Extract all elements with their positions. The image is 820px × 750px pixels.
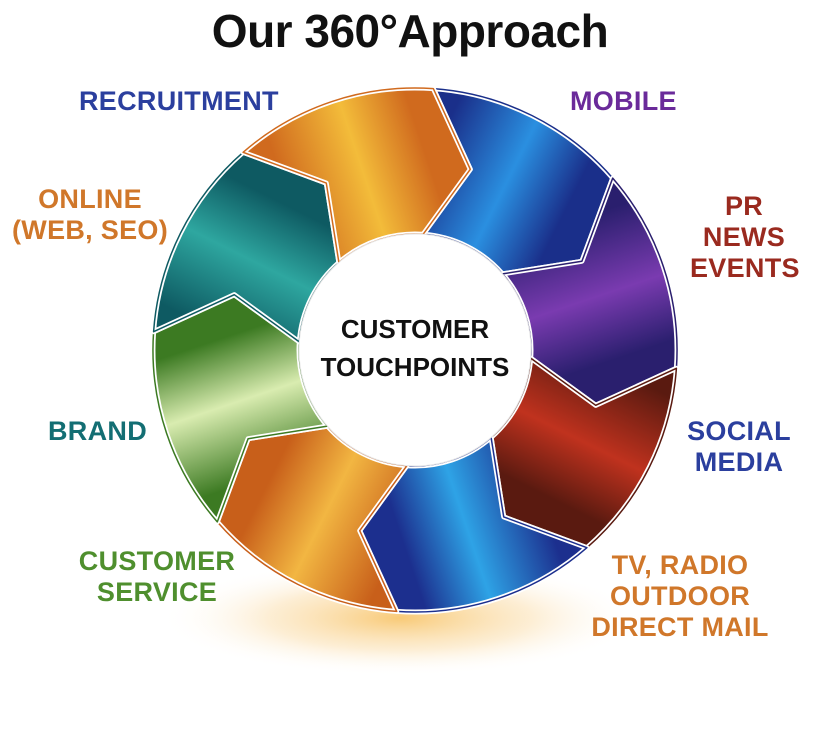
label-brand: BRAND bbox=[48, 416, 147, 447]
label-mobile: MOBILE bbox=[570, 86, 677, 117]
label-recruitment-line-1: RECRUITMENT bbox=[79, 86, 279, 116]
label-pr-line-1: PR bbox=[724, 191, 764, 221]
label-tv-radio: TV, RADIO OUTDOOR DIRECT MAIL bbox=[584, 550, 776, 643]
label-pr-line-3: EVENTS bbox=[690, 253, 800, 283]
center-line-1: CUSTOMER bbox=[340, 314, 490, 344]
center-label: CUSTOMER TOUCHPOINTS bbox=[300, 310, 530, 386]
label-online-line-1: ONLINE bbox=[38, 184, 142, 214]
label-pr-line-2: NEWS bbox=[702, 222, 786, 252]
label-service-line-2: SERVICE bbox=[96, 577, 218, 607]
label-social-media: SOCIAL MEDIA bbox=[684, 416, 794, 478]
center-line-2: TOUCHPOINTS bbox=[320, 352, 510, 382]
center-hub-rim bbox=[298, 233, 532, 467]
label-tv-line-1: TV, RADIO bbox=[611, 550, 749, 580]
diagram-title: Our 360°Approach bbox=[211, 5, 609, 57]
label-social-line-2: MEDIA bbox=[694, 447, 784, 477]
label-recruitment: RECRUITMENT bbox=[79, 86, 279, 117]
label-tv-line-2: OUTDOOR bbox=[609, 581, 751, 611]
label-service-line-1: CUSTOMER bbox=[78, 546, 236, 576]
label-brand-line-1: BRAND bbox=[48, 416, 147, 446]
label-tv-line-3: DIRECT MAIL bbox=[591, 612, 769, 642]
label-customer-service: CUSTOMER SERVICE bbox=[72, 546, 242, 608]
label-online-line-2: (WEB, SEO) bbox=[12, 215, 168, 245]
label-pr: PR NEWS EVENTS bbox=[690, 191, 800, 284]
center-hub bbox=[299, 234, 531, 466]
arrow-ring bbox=[150, 85, 680, 615]
label-mobile-line-1: MOBILE bbox=[570, 86, 677, 116]
label-social-line-1: SOCIAL bbox=[687, 416, 791, 446]
label-online: ONLINE (WEB, SEO) bbox=[10, 184, 170, 246]
